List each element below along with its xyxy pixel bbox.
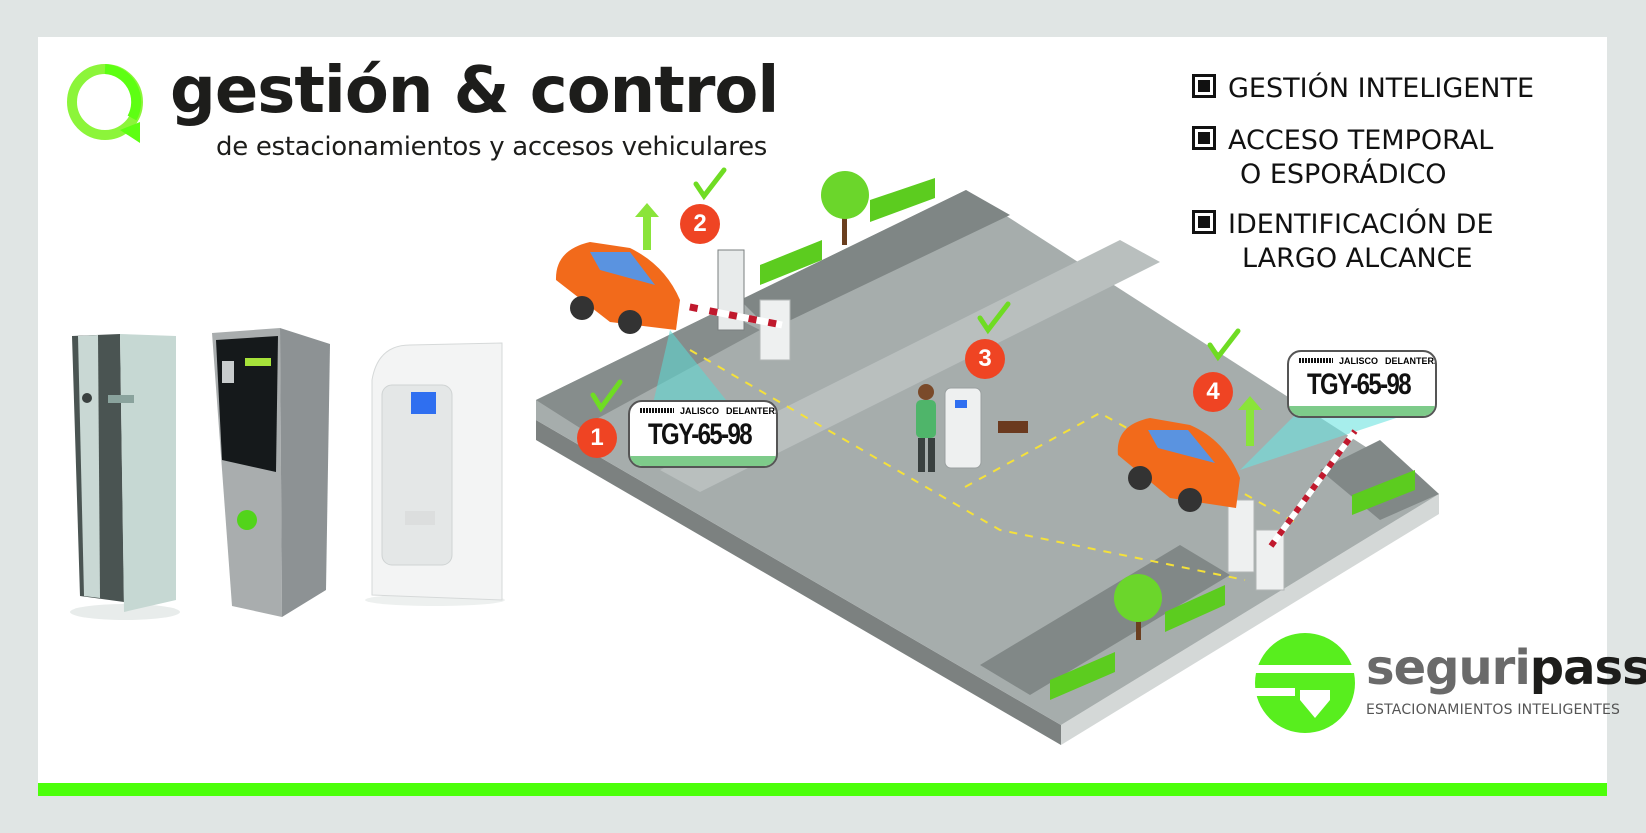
wallet-icon — [998, 421, 1028, 433]
kiosk-white — [365, 342, 505, 606]
square-bullet-icon — [1192, 74, 1216, 98]
plate-side: DELANTERA — [726, 406, 778, 416]
feature-label: IDENTIFICACIÓN DE — [1228, 209, 1494, 240]
feature-label: O ESPORÁDICO — [1240, 159, 1447, 190]
plate-stripe — [630, 456, 776, 466]
checkmark-icon — [590, 167, 1241, 413]
pay-station — [944, 387, 982, 469]
plate-side: DELANTERA — [1385, 356, 1437, 366]
brand-name: seguripass — [1366, 640, 1646, 696]
square-bullet-icon — [1192, 126, 1216, 150]
step-badge-4: 4 — [1193, 372, 1233, 412]
license-plate: JALISCO DELANTERA TGY-65-98 — [1287, 350, 1437, 418]
plate-number: TGY-65-98 — [648, 418, 753, 451]
hedges — [760, 178, 1415, 700]
square-bullet-icon — [1192, 210, 1216, 234]
brand-name-light: seguri — [1366, 640, 1531, 696]
page-title: gestión & control — [170, 54, 779, 128]
scan-beam — [1240, 410, 1420, 470]
feature-label: ACCESO TEMPORAL — [1228, 125, 1494, 156]
plate-stripe — [1289, 406, 1435, 416]
barcode — [640, 408, 674, 413]
step-badge-1: 1 — [577, 418, 617, 458]
kiosk-dark — [70, 334, 180, 620]
tree — [1114, 574, 1162, 640]
step-badge-2: 2 — [680, 204, 720, 244]
plate-number: TGY-65-98 — [1307, 368, 1412, 401]
plate-state: JALISCO — [680, 406, 720, 416]
kiosk-steel — [212, 328, 330, 617]
brand-tagline: ESTACIONAMIENTOS INTELIGENTES — [1366, 702, 1621, 718]
accent-bar — [38, 783, 1607, 796]
car-exiting — [1117, 418, 1240, 512]
seguripass-logo-icon — [1255, 633, 1355, 733]
arrow-up-icon — [635, 203, 659, 250]
barrier-gate-exit — [1227, 429, 1358, 591]
brand-name-dark: pass — [1529, 640, 1646, 696]
speech-bubble-q-icon — [67, 64, 143, 143]
barcode — [1299, 358, 1333, 363]
feature-label: LARGO ALCANCE — [1242, 243, 1473, 274]
feature-label: GESTIÓN INTELIGENTE — [1228, 73, 1535, 104]
car-entering — [555, 242, 680, 334]
person-paying — [916, 384, 936, 472]
step-badge-3: 3 — [965, 339, 1005, 379]
arrow-up-icon — [1238, 396, 1262, 446]
tree — [821, 171, 869, 245]
license-plate: JALISCO DELANTERA TGY-65-98 — [628, 400, 778, 468]
plate-state: JALISCO — [1339, 356, 1379, 366]
page-subtitle: de estacionamientos y accesos vehiculare… — [216, 132, 768, 162]
